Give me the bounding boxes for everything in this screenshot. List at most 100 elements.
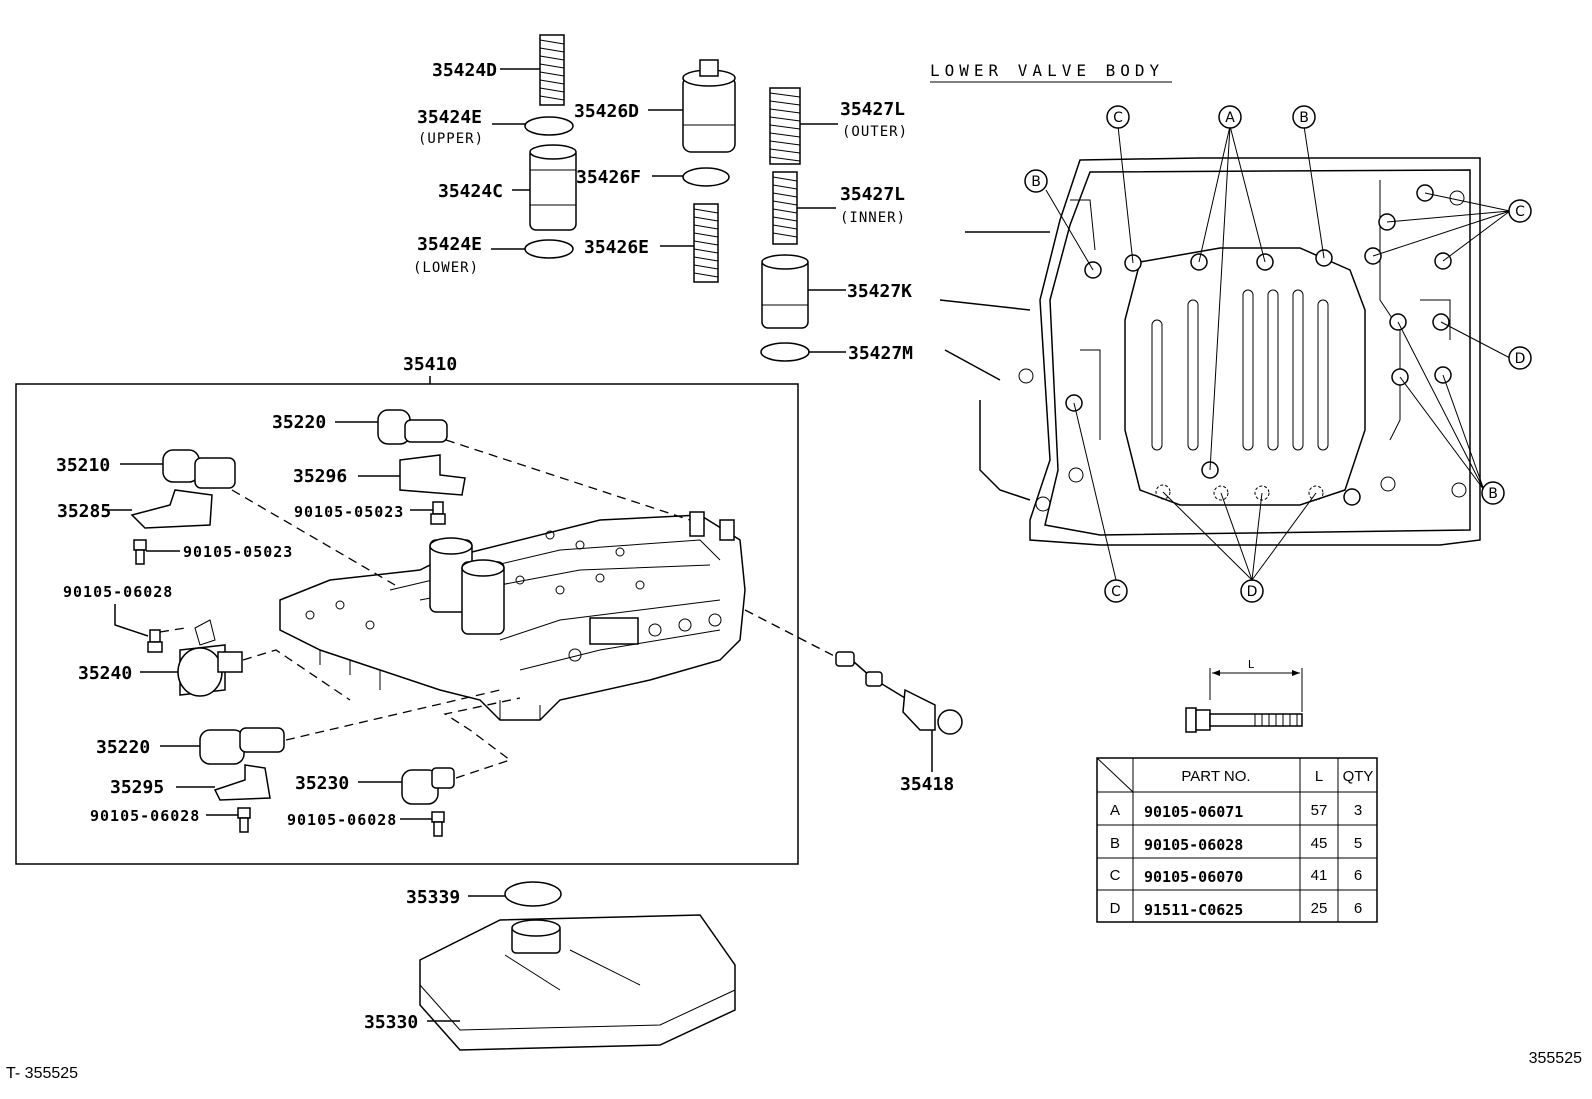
label-35230: 35230 [295, 773, 349, 794]
label-35424D: 35424D [432, 60, 497, 81]
sleeve-35427K [761, 254, 809, 329]
label-90105-05023-a: 90105-05023 [294, 503, 404, 521]
svg-text:6: 6 [1354, 867, 1362, 884]
svg-text:C: C [1113, 110, 1123, 126]
svg-text:D: D [1515, 351, 1526, 367]
svg-text:A: A [1110, 802, 1120, 819]
bracket-35285 [130, 489, 213, 529]
oring-35424E-lower [524, 239, 574, 259]
label-35295: 35295 [110, 777, 164, 798]
svg-text:C: C [1110, 867, 1121, 884]
label-35427L-inner: 35427L [840, 184, 905, 205]
label-35426F: 35426F [576, 167, 641, 188]
svg-text:5: 5 [1354, 835, 1362, 852]
bracket-35295 [213, 764, 271, 801]
table-header-qty: QTY [1343, 768, 1374, 785]
callout-D-right: D [1508, 346, 1532, 370]
label-35424E-lower: 35424E [417, 234, 482, 255]
svg-text:B: B [1110, 835, 1120, 852]
label-inner: (INNER) [840, 210, 906, 226]
callout-C-top: C [1106, 105, 1130, 129]
table-row: B 90105-06028 45 5 [1110, 835, 1362, 854]
strainer-35330 [419, 914, 736, 1051]
svg-text:91511-C0625: 91511-C0625 [1144, 901, 1243, 919]
bolt-90105-06028-c [431, 811, 445, 837]
label-lower: (LOWER) [413, 260, 479, 276]
label-35296: 35296 [293, 466, 347, 487]
label-35330: 35330 [364, 1012, 418, 1033]
dimension-L-label: L [1248, 658, 1255, 671]
bolt-90105-05023-a [430, 501, 446, 525]
label-35427L-outer: 35427L [840, 99, 905, 120]
lower-valve-body-title: LOWER VALVE BODY [930, 61, 1164, 80]
svg-text:45: 45 [1311, 835, 1328, 852]
bolt-90105-06028-a [147, 629, 163, 653]
svg-text:90105-06028: 90105-06028 [1144, 836, 1243, 854]
svg-text:D: D [1110, 900, 1121, 917]
bolt-90105-06028-b [237, 807, 251, 833]
svg-text:A: A [1225, 110, 1235, 126]
label-90105-05023-b: 90105-05023 [183, 543, 293, 561]
label-35285: 35285 [57, 501, 111, 522]
label-35426E: 35426E [584, 237, 649, 258]
svg-text:B: B [1031, 174, 1041, 190]
oring-35424E-upper [524, 116, 574, 136]
gasket-35339 [504, 881, 562, 907]
label-35424C: 35424C [438, 181, 503, 202]
spring-35424D [539, 34, 565, 106]
solenoid-35220-bottom [199, 727, 285, 765]
label-35426D: 35426D [574, 101, 639, 122]
solenoid-35210 [162, 449, 236, 489]
label-35220-bottom: 35220 [96, 737, 150, 758]
label-90105-06028-b: 90105-06028 [90, 807, 200, 825]
table-row: C 90105-06070 41 6 [1110, 867, 1363, 886]
label-35410: 35410 [403, 354, 457, 375]
callout-B-top: B [1292, 105, 1316, 129]
bolt-table: PART NO. L QTY A 90105-06071 57 3 B 9010… [1096, 757, 1378, 923]
bolt-dimension-figure: L [1185, 658, 1303, 733]
valve-body-35410 [279, 511, 746, 721]
valve-body-assembly-frame [15, 383, 799, 865]
oring-35427M [760, 342, 810, 362]
spring-35426E [693, 203, 719, 283]
table-header-part-no: PART NO. [1181, 768, 1250, 785]
solenoid-35230 [401, 767, 455, 805]
label-35424E-upper: 35424E [417, 107, 482, 128]
svg-text:D: D [1247, 584, 1258, 600]
svg-text:B: B [1488, 486, 1498, 502]
label-35339: 35339 [406, 887, 460, 908]
label-35427K: 35427K [847, 281, 912, 302]
svg-text:C: C [1515, 204, 1525, 220]
table-row: A 90105-06071 57 3 [1110, 802, 1362, 821]
svg-text:B: B [1299, 110, 1309, 126]
svg-text:C: C [1111, 584, 1121, 600]
svg-text:41: 41 [1311, 867, 1328, 884]
callout-C-bottom: C [1104, 579, 1128, 603]
svg-text:6: 6 [1354, 900, 1362, 917]
svg-text:3: 3 [1354, 802, 1362, 819]
label-90105-06028-c: 90105-06028 [287, 811, 397, 829]
callout-D-bottom: D [1240, 579, 1264, 603]
label-35427M: 35427M [848, 343, 913, 364]
footer-code-right: 355525 [1529, 1050, 1582, 1067]
callout-B-right: B [1481, 481, 1505, 505]
svg-text:25: 25 [1311, 900, 1328, 917]
label-upper: (UPPER) [418, 131, 484, 147]
spring-35427L-outer [769, 87, 801, 165]
bolt-90105-05023-b [133, 539, 147, 565]
callout-B-left: B [1024, 169, 1048, 193]
label-90105-06028-a: 90105-06028 [63, 583, 173, 601]
callout-A: A [1218, 105, 1242, 129]
spring-35427L-inner [772, 171, 798, 245]
svg-text:57: 57 [1311, 802, 1328, 819]
lower-valve-body-drawing [939, 157, 1481, 546]
bracket-35296 [399, 454, 466, 496]
callout-C-right: C [1508, 199, 1532, 223]
oring-35426F [682, 167, 730, 187]
label-35240: 35240 [78, 663, 132, 684]
table-row: D 91511-C0625 25 6 [1110, 900, 1363, 919]
sleeve-35426D [682, 59, 736, 153]
label-35210: 35210 [56, 455, 110, 476]
table-header-l: L [1315, 768, 1323, 785]
